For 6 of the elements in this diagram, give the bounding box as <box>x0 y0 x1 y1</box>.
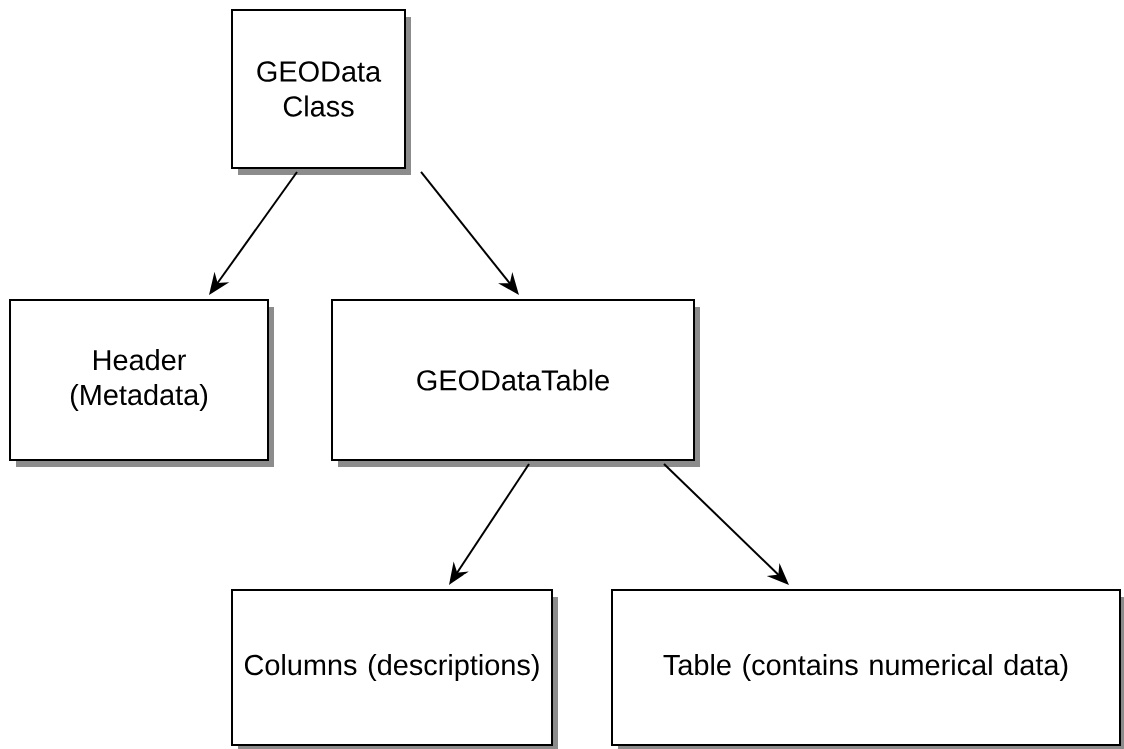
class-box: GEODataTable <box>331 299 700 467</box>
class-box: Columns (descriptions) <box>231 589 558 749</box>
class-box: GEOData Class <box>231 9 411 175</box>
class-box: Header (Metadata) <box>9 299 274 467</box>
class-box: Table (contains numerical data) <box>611 589 1124 749</box>
arrow <box>663 463 789 585</box>
